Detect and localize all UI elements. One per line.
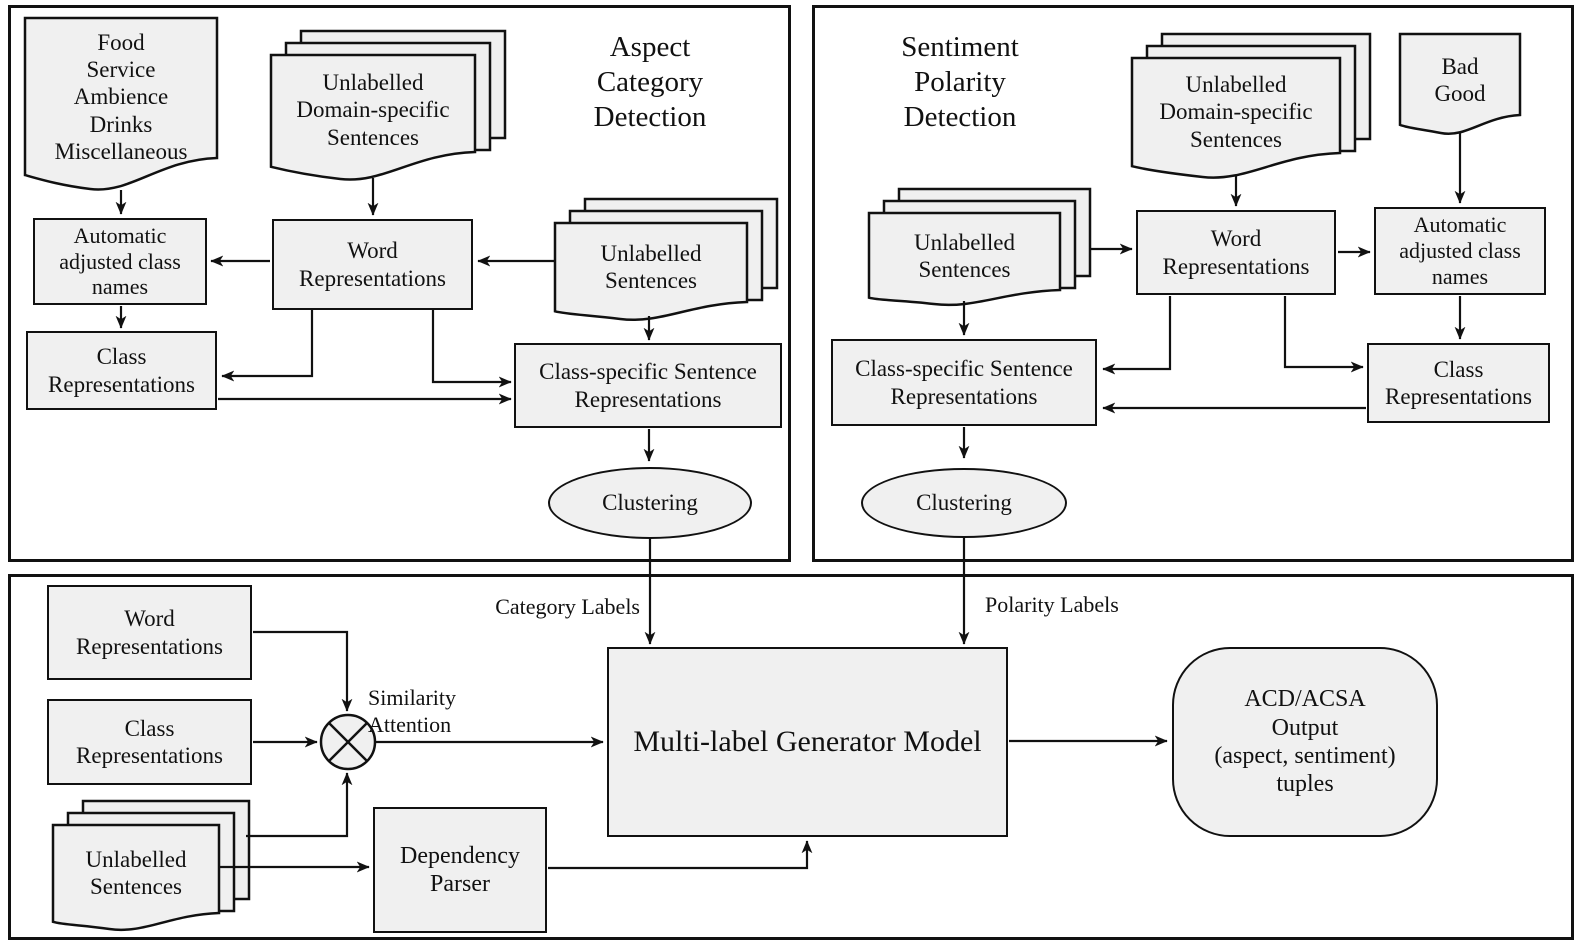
similarity-attention-operator-icon bbox=[319, 713, 377, 771]
clustering-ellipse-acd: Clustering bbox=[548, 467, 752, 539]
polarity-words-doc-label: Bad Good bbox=[1434, 53, 1486, 106]
dependency-parser-box: Dependency Parser bbox=[373, 807, 547, 933]
unlabelled-sentences-label-spd: Unlabelled Sentences bbox=[914, 229, 1015, 282]
category-labels-label: Category Labels bbox=[495, 594, 640, 619]
class-representations-box-acd: Class Representations bbox=[26, 331, 217, 410]
unlabelled-sentences-label-acd: Unlabelled Sentences bbox=[600, 240, 702, 293]
aspect-categories-doc-shape bbox=[23, 16, 219, 191]
word-representations-box-spd: Word Representations bbox=[1136, 210, 1336, 295]
class-specific-sentence-box-spd: Class-specific Sentence Representations bbox=[831, 339, 1097, 426]
aspect-categories-doc-label: Food Service Ambience Drinks Miscellaneo… bbox=[54, 30, 188, 164]
unlabelled-sentences-label-gen: Unlabelled Sentences bbox=[85, 846, 187, 899]
generator-connectors bbox=[220, 630, 1168, 873]
acd-acsa-output-shape: ACD/ACSA Output (aspect, sentiment) tupl… bbox=[1172, 647, 1438, 837]
unlabelled-sentences-stack-acd bbox=[553, 197, 779, 322]
multi-label-generator-model-box: Multi-label Generator Model bbox=[607, 647, 1008, 837]
polarity-words-doc-shape bbox=[1398, 32, 1522, 136]
acd-connectors bbox=[115, 178, 656, 645]
panel-aspect-category-detection bbox=[8, 5, 791, 562]
unlabelled-domain-sentences-label-spd: Unlabelled Domain-specific Sentences bbox=[1159, 72, 1313, 152]
unlabelled-domain-sentences-label-acd: Unlabelled Domain-specific Sentences bbox=[296, 70, 450, 150]
clustering-ellipse-spd: Clustering bbox=[861, 468, 1067, 538]
polarity-labels-label: Polarity Labels bbox=[985, 592, 1119, 617]
word-representations-box-gen: Word Representations bbox=[47, 585, 252, 680]
aspect-category-detection-title: Aspect Category Detection bbox=[593, 31, 707, 133]
unlabelled-sentences-stack-spd bbox=[867, 187, 1092, 307]
unlabelled-domain-sentences-stack-acd bbox=[269, 29, 507, 181]
class-representations-box-spd: Class Representations bbox=[1367, 343, 1550, 423]
spd-connectors bbox=[958, 132, 1466, 645]
unlabelled-sentences-stack-gen bbox=[51, 799, 251, 932]
automatic-class-names-box-spd: Automatic adjusted class names bbox=[1374, 207, 1546, 295]
panel-sentiment-polarity-detection bbox=[812, 5, 1574, 562]
unlabelled-domain-sentences-stack-spd bbox=[1130, 32, 1372, 179]
word-representations-box-acd: Word Representations bbox=[272, 219, 473, 310]
similarity-attention-label: Similarity Attention bbox=[368, 685, 456, 737]
panel-generator bbox=[8, 574, 1574, 940]
automatic-class-names-box-acd: Automatic adjusted class names bbox=[33, 218, 207, 305]
class-specific-sentence-box-acd: Class-specific Sentence Representations bbox=[514, 343, 782, 428]
class-representations-box-gen: Class Representations bbox=[47, 699, 252, 785]
sentiment-polarity-detection-title: Sentiment Polarity Detection bbox=[901, 31, 1019, 133]
